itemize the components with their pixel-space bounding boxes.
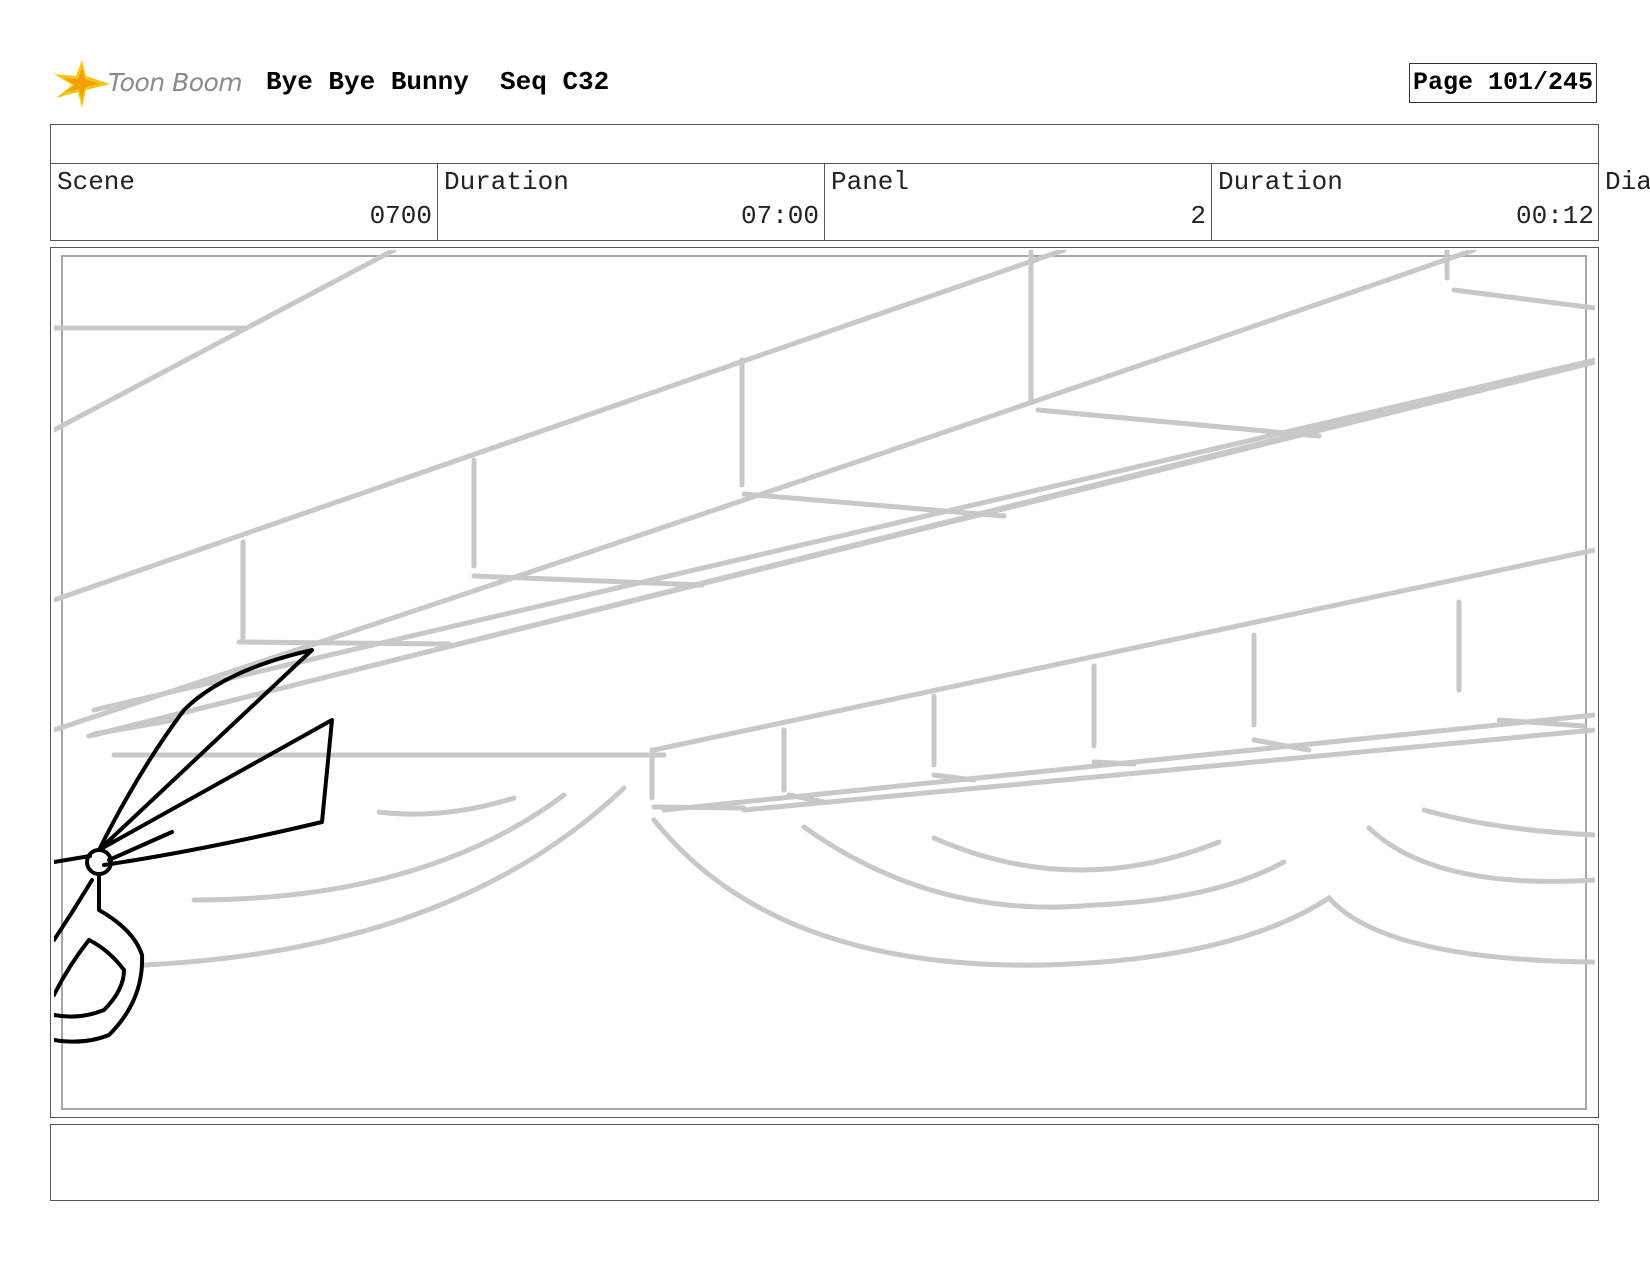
background-structure-sketch — [54, 250, 1595, 968]
dialog-label-partial: Dia — [1605, 167, 1650, 197]
panel-frame-outer — [50, 247, 1599, 1118]
scene-duration-value: 07:00 — [740, 201, 819, 231]
scissors-sketch — [54, 648, 334, 1044]
panel-duration-cell: Duration 00:12 — [1212, 163, 1599, 240]
panel-value: 2 — [1190, 201, 1206, 231]
scene-duration-label: Duration — [444, 167, 569, 197]
scene-duration-cell: Duration 07:00 — [438, 163, 825, 240]
scene-cell: Scene 0700 — [51, 163, 438, 240]
storyboard-sketch — [54, 250, 1595, 1044]
scene-value: 0700 — [369, 201, 432, 231]
panel-label: Panel — [831, 167, 910, 197]
top-notes-strip — [50, 124, 1599, 164]
project-title: Bye Bye Bunny Seq C32 — [266, 67, 610, 97]
toon-boom-star-icon — [54, 60, 110, 108]
panel-cell: Panel 2 — [825, 163, 1212, 240]
scene-label: Scene — [57, 167, 136, 197]
panel-duration-label: Duration — [1218, 167, 1343, 197]
panel-frame-inner — [61, 255, 1587, 1110]
panel-duration-value: 00:12 — [1515, 201, 1594, 231]
toon-boom-logo: Toon Boom — [52, 58, 252, 110]
bottom-notes-strip — [50, 1124, 1599, 1201]
info-row: Scene 0700 Duration 07:00 Panel 2 Durati… — [50, 163, 1599, 241]
logo-text: Toon Boom — [108, 68, 243, 97]
page-number: Page 101/245 — [1409, 63, 1597, 103]
